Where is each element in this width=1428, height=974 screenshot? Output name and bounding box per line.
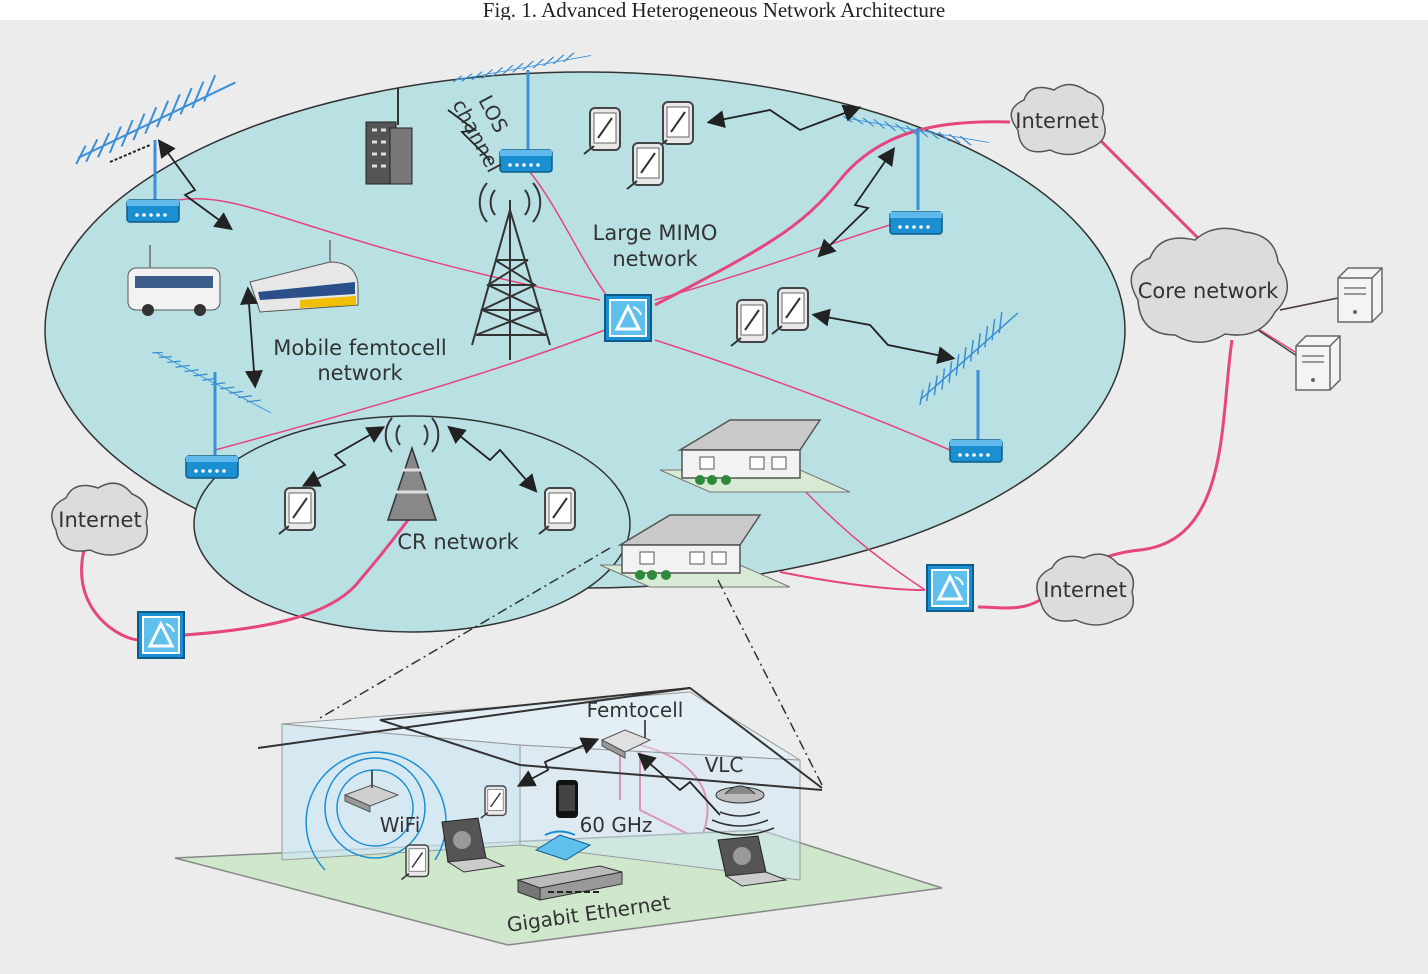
mobile-femtocell-label: Mobile femtocell xyxy=(273,336,447,360)
phone-icon xyxy=(556,780,578,818)
ethernet-switch-icon xyxy=(516,865,623,901)
router-icon xyxy=(343,770,400,813)
access-point-icon xyxy=(185,455,239,479)
train-icon xyxy=(249,240,359,313)
access-point-icon xyxy=(949,439,1003,463)
wireless-links xyxy=(157,104,956,493)
vlc-label: VLC xyxy=(705,753,744,777)
tablet-icon xyxy=(538,487,576,535)
60ghz-label: 60 GHz xyxy=(580,813,653,837)
server-icon xyxy=(1337,267,1383,323)
cloud-icon xyxy=(1130,227,1288,343)
access-point-icon xyxy=(499,149,553,173)
vlc-lamp-icon xyxy=(705,785,775,836)
wifi-label: WiFi xyxy=(380,813,421,837)
femtocell-hub-icon xyxy=(603,293,653,343)
tablet-icon xyxy=(583,107,621,155)
diagram-canvas: LOS channel Large MIMO network Mobile fe… xyxy=(0,20,1428,974)
tablet-icon xyxy=(400,844,430,881)
cloud-icon xyxy=(51,482,149,556)
tablet-icon xyxy=(626,142,664,190)
internet-label-left: Internet xyxy=(58,508,141,532)
base-station-icon xyxy=(471,182,551,360)
access-point-icon xyxy=(889,211,943,235)
large-mimo-label: Large MIMO xyxy=(593,221,718,245)
60ghz-dock-icon xyxy=(534,830,592,861)
network-diagram: LOS channel Large MIMO network Mobile fe… xyxy=(44,51,1383,946)
cloud-icon xyxy=(1036,553,1135,626)
large-mimo-label-line2: network xyxy=(612,247,698,271)
cloud-icon xyxy=(1010,83,1106,156)
base-station-icon xyxy=(384,417,440,521)
laptop-icon xyxy=(441,817,506,873)
internet-label-bottom: Internet xyxy=(1043,578,1126,602)
laptop-icon xyxy=(717,835,788,887)
cr-network-label: CR network xyxy=(397,530,519,554)
tablet-icon xyxy=(730,299,768,347)
access-point-icon xyxy=(126,199,180,223)
femtocell-router-icon xyxy=(600,720,652,759)
tablet-icon xyxy=(656,101,694,149)
core-network-label: Core network xyxy=(1138,279,1279,303)
internet-label-top: Internet xyxy=(1015,109,1098,133)
figure-caption: Fig. 1. Advanced Heterogeneous Network A… xyxy=(482,0,946,22)
femtocell-hub-icon xyxy=(925,563,975,613)
mobile-femtocell-label-line2: network xyxy=(317,361,403,385)
tablet-icon xyxy=(480,785,507,819)
femtocell-hub-icon xyxy=(136,610,186,660)
tablet-icon xyxy=(771,287,809,335)
server-icon xyxy=(1295,335,1341,391)
building-icon xyxy=(365,88,413,185)
bus-icon xyxy=(127,245,221,316)
femtocell-label: Femtocell xyxy=(587,698,684,722)
tablet-icon xyxy=(278,487,316,535)
